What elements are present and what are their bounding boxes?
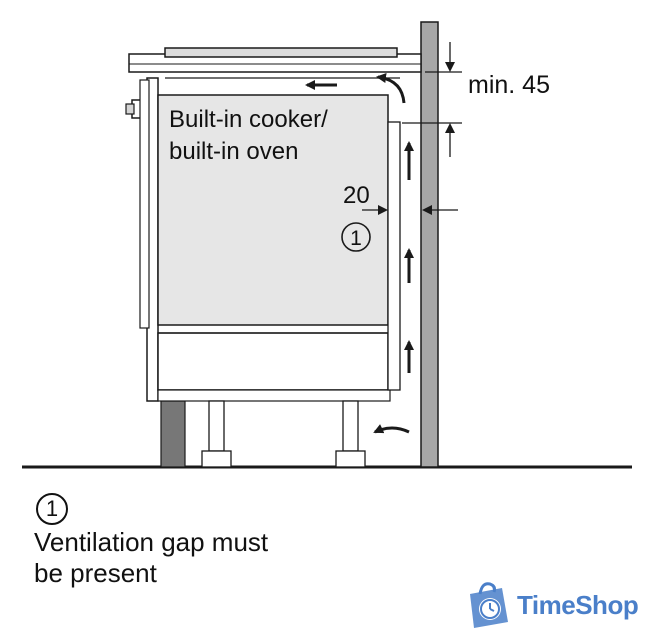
dimension-min-label: min. 45 — [468, 71, 550, 99]
wall — [420, 21, 439, 468]
marker-number: 1 — [350, 227, 362, 250]
oven-door-edge — [139, 79, 150, 329]
legend: 1 Ventilation gap must be present — [34, 492, 354, 589]
watermark-brand: TimeShop — [517, 590, 639, 620]
legend-marker: 1 — [36, 493, 68, 525]
cabinet-back-panel — [387, 121, 401, 391]
cabinet-bottom — [157, 389, 391, 402]
clock-bag-icon — [470, 582, 508, 628]
oven-knob — [125, 103, 135, 115]
appliance-label-line1: Built-in cooker/ — [169, 106, 328, 133]
plinth-panel — [160, 400, 186, 468]
appliance-label-line2: built-in oven — [169, 138, 298, 165]
airflow-arrows — [305, 73, 414, 434]
marker-circle — [341, 222, 371, 252]
cabinet-foot-right — [335, 400, 366, 468]
cabinet-foot-left — [201, 400, 232, 468]
dimension-min-45 — [402, 42, 462, 157]
legend-text-line2: be present — [34, 558, 157, 588]
drawer — [157, 332, 389, 391]
dimension-gap-label: 20 — [343, 182, 370, 209]
hob — [164, 47, 398, 58]
legend-text: Ventilation gap must be present — [34, 527, 354, 589]
legend-text-line1: Ventilation gap must — [34, 527, 269, 557]
watermark: TimeShop — [456, 574, 646, 634]
appliance-body — [157, 94, 389, 326]
